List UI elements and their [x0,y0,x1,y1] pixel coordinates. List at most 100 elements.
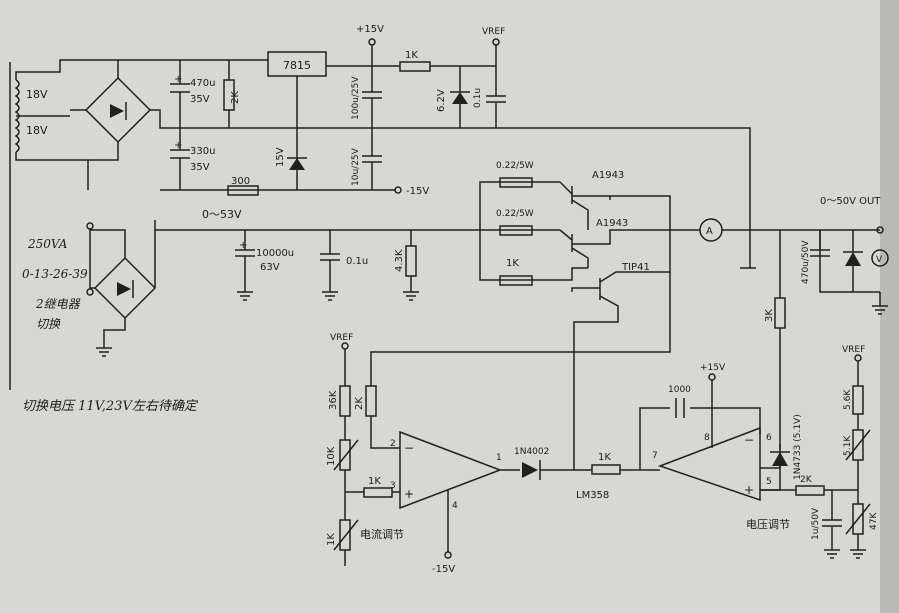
opamp-right-plus: + [744,483,754,497]
va-label: 250VA [27,237,68,251]
capacitor-0u1-top [486,44,506,128]
opamp-left [399,430,520,552]
capacitor-1000 [675,398,685,418]
resistor-1k-left-label: 1K [368,476,381,487]
capacitor-1u [822,490,842,559]
vref-right-label: VREF [842,345,865,355]
transistor-a1943-b [559,229,670,268]
plus15-top-label: +15V [356,24,384,35]
capacitor-470u: + [170,60,190,128]
zener-1n4733-label: 1N4733 (5.1V) [793,414,803,480]
relay-note-1: 2继电器 [35,297,81,311]
resistor-4k3-label: 4.3K [394,249,405,272]
bridge-rectifier-top [70,60,380,161]
cap-35v-b-label: 35V [190,162,210,173]
voltmeter[interactable] [871,249,889,267]
opamp-right-minus: − [744,433,754,447]
resistor-2k-left-label: 2K [354,397,365,410]
resistor-1k-mid-label: 1K [598,452,611,463]
diode-1n4002 [522,460,592,480]
regulator-7815-label: 7815 [283,59,311,72]
pot-5k1-label: 5.1K [843,435,853,456]
resistor-1k-top [399,61,431,72]
plus15-mid-label: +15V [700,363,726,373]
transformer-18v-label: 18V [26,88,48,101]
handwritten-note: 切换电压 11V,23V左右待确定 [22,398,199,414]
cap-63v-label: 63V [260,262,280,273]
paper-shadow [880,0,899,613]
relay-note-2: 切换 [36,317,61,331]
pin-8-label: 8 [704,433,710,443]
terminal-plus15[interactable] [368,38,376,46]
a1943-b-label: A1943 [596,218,628,229]
resistor-1k-top-label: 1K [405,50,418,61]
transistor-tip41 [560,230,671,470]
terminal-vref-top[interactable] [492,38,500,46]
output-label: 0～50V OUT [820,196,881,207]
lm358-label: LM358 [576,490,609,501]
cap-470u-label: 470u [190,78,215,89]
current-adjust-label: 电流调节 [360,527,404,541]
resistor-1k-emitter-label: 1K [506,258,519,269]
resistor-300-label: 300 [231,176,250,187]
resistor-0r22-b[interactable] [499,225,533,236]
cap-330u-label: 330u [190,146,215,157]
taps-label: 0-13-26-39 [22,267,88,281]
main-voltage-label: 0～53V [202,208,242,221]
cap-10u-label: 10u/25V [351,147,361,186]
pin-5-label: 5 [766,477,772,487]
zener-15v-label: 15V [275,147,286,167]
terminal-ac-a[interactable] [86,222,94,230]
resistor-0r22-b-label: 0.22/5W [496,209,534,219]
transformer-18v-label: 18V [26,124,48,137]
resistor-300 [227,185,259,196]
terminal-ac-b[interactable] [86,288,94,296]
a1943-a-label: A1943 [592,170,624,181]
voltage-adjust-label: 电压调节 [746,518,790,531]
cap-1u-label: 1u/50V [811,507,821,540]
pin-6-label: 6 [766,433,772,443]
voltmeter-label: V [876,255,883,265]
svg-text:+: + [174,140,182,151]
pin-3-label: 3 [390,481,396,491]
capacitor-470u-out [810,230,830,257]
pot-1k-label: 1K [326,533,337,546]
ammeter[interactable] [699,218,723,242]
cap-470u-out-label: 470u/50V [801,240,811,284]
zener-6v2 [450,66,470,128]
pin-2-label: 2 [390,439,396,449]
resistor-0r22-a-label: 0.22/5W [496,161,534,171]
svg-text:+: + [174,74,182,85]
pin-1-label: 1 [496,453,502,463]
transistor-a1943-a [559,181,611,230]
bridge-rectifier-bottom [89,228,157,357]
rail-to-out [380,127,751,268]
opamp-right [657,380,761,502]
cap-35v-label: 35V [190,94,210,105]
vref-top-label: VREF [482,27,505,37]
resistor-2k-top-label: 2K [230,91,241,104]
cap-0u1-mid-label: 0.1u [346,256,368,267]
terminal-out[interactable] [876,226,884,234]
tip41-label: TIP41 [621,262,650,273]
pin-7-label: 7 [652,451,658,461]
output-diode [843,230,863,292]
resistor-5k6-label: 5.6K [843,389,853,410]
resistor-0r22-a[interactable] [499,177,533,188]
cap-1000-label: 1000 [668,385,691,395]
cap-0u1-top-label: 0.1u [473,88,483,108]
opamp-left-minus: − [404,441,414,455]
resistor-1k-emitter[interactable] [499,275,533,286]
capacitor-10000u: + [235,230,255,301]
minus15-bottom-label: -15V [432,564,455,575]
cap-100u-label: 100u/25V [351,76,361,120]
terminal-minus15[interactable] [394,186,402,194]
resistor-36k-label: 36K [328,390,339,410]
opamp-left-plus: + [404,487,414,501]
capacitor-100u [362,66,382,128]
zener-15v [287,157,307,190]
terminal-plus15-mid[interactable] [708,373,716,381]
terminal-minus15-bottom[interactable] [444,551,452,559]
resistor-2k-right-label: 2K [800,475,813,485]
